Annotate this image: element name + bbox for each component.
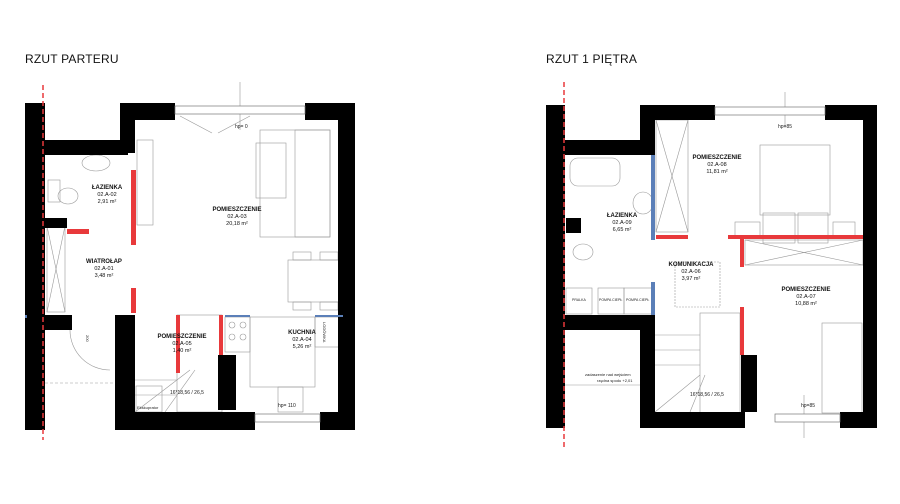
room-name: WIATROŁAP [86,259,122,265]
room-area: 3,97 m² [681,276,701,282]
room-code: 02.A-06 [681,269,701,275]
ground-furniture [40,82,344,413]
hp-top-first: hp=85 [778,124,793,130]
room-name: ŁAZIENKA [606,213,638,219]
room-name: KOMUNIKACJA [668,262,714,268]
room-code: 02.A-05 [172,341,192,347]
room-code: 02.A-07 [796,294,816,300]
room-name: POMIESZCZENIE [212,207,262,213]
stairs-note-first: 16*18,56 / 26,5 [690,392,724,398]
stairs-note-ground: 16*18,56 / 26,5 [170,390,204,396]
room-name: POMIESZCZENIE [781,287,831,293]
storage-note: Ekskuprator [137,405,159,410]
room-code: 02.A-04 [292,337,312,343]
hp-bottom-first: hp=85 [801,403,816,409]
canopy-note-2: rzędna spodu +2,01 [597,378,633,383]
room-area: 2,91 m² [97,199,117,205]
first-walls [546,105,877,428]
room-area: 1,40 m² [172,348,192,354]
room-area: 6,65 m² [612,227,632,233]
room-code: 02.A-01 [94,266,114,272]
room-area: 11,81 m² [706,169,728,175]
room-area: 5,26 m² [292,344,312,350]
first-furniture [565,92,864,438]
first-floor-plan [546,82,877,450]
appliance-heat-pump-2: POMPA CIEPŁ [626,298,650,302]
canopy-note-1: zadaszenie nad wejściem [585,372,631,377]
room-name: KUCHNIA [288,330,316,336]
room-code: 02.A-02 [97,192,117,198]
room-name: POMIESZCZENIE [692,155,742,161]
room-name: POMIESZCZENIE [157,334,207,340]
hp-bottom-ground: hp= 110 [278,403,296,409]
first-partitions [656,235,863,355]
plan-title-first-floor: RZUT 1 PIĘTRA [546,52,638,66]
hp-top-ground: hp= 0 [235,124,248,130]
ground-walls [25,103,355,430]
room-area: 10,88 m² [795,301,817,307]
appliance-washer: PRALKA [572,298,586,302]
fridge-note: LODÓWKA [322,322,327,343]
room-area: 3,48 m² [94,273,114,279]
room-code: 02.A-09 [612,220,632,226]
room-area: 20,18 m² [226,221,248,227]
plan-title-ground: RZUT PARTERU [25,52,119,66]
appliance-heat-pump-1: POMPA CIEPŁ [599,298,623,302]
ground-floor-plan [25,82,355,440]
room-code: 02.A-08 [707,162,727,168]
room-code: 02.A-03 [227,214,247,220]
door-dimension: 200 [85,335,90,342]
ground-partitions [67,170,223,373]
room-name: ŁAZIENKA [91,185,123,191]
